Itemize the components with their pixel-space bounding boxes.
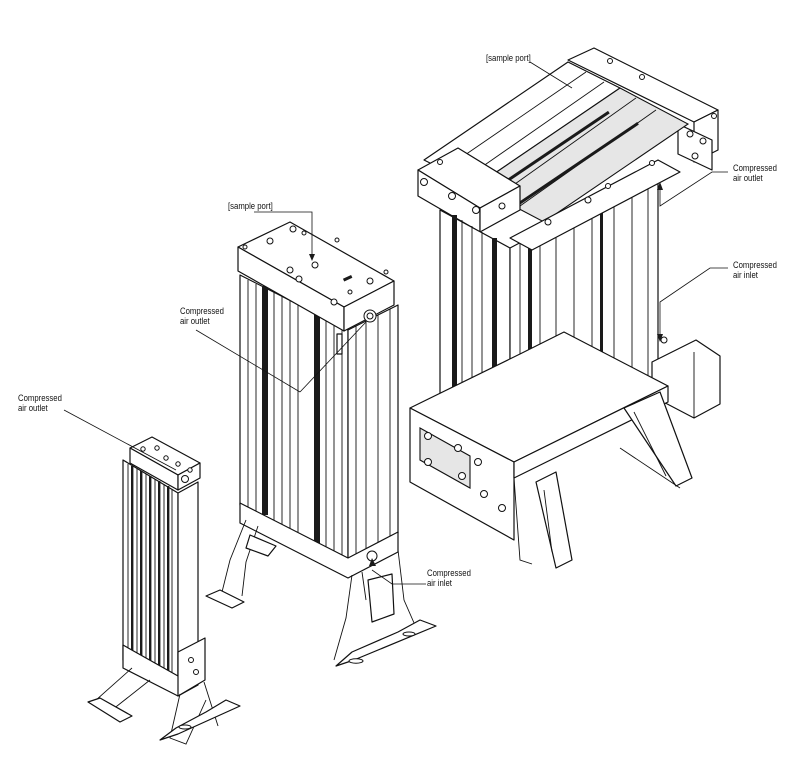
medium-outlet-line-2: air outlet — [180, 316, 210, 326]
large-dryer — [409, 47, 721, 569]
medium-dryer — [205, 221, 437, 667]
large-dryer-inlet-label: Compressed air inlet — [733, 260, 777, 280]
small-dryer — [87, 436, 241, 745]
small-outlet-line-2: air outlet — [18, 403, 48, 413]
medium-inlet-line-1: Compressed — [427, 568, 471, 578]
large-outlet-line-2: air outlet — [733, 173, 763, 183]
small-dryer-outlet-label: Compressed air outlet — [18, 393, 62, 413]
medium-outlet-line-1: Compressed — [180, 306, 224, 316]
large-dryer-outlet-label: Compressed air outlet — [733, 163, 777, 183]
small-outlet-line-1: Compressed — [18, 393, 62, 403]
large-dryer-sample-port-label: [sample port] — [486, 53, 531, 63]
large-sample-port-text: [sample port] — [486, 53, 531, 63]
large-outlet-line-1: Compressed — [733, 163, 777, 173]
medium-dryer-flutes — [247, 280, 391, 557]
leader-lines — [63, 61, 728, 585]
medium-dryer-inlet-label: Compressed air inlet — [427, 568, 471, 588]
medium-dryer-outlet-label: Compressed air outlet — [180, 306, 224, 326]
medium-dryer-sample-port-label: [sample port] — [228, 201, 273, 211]
small-dryer-flutes — [127, 464, 173, 686]
large-inlet-line-2: air inlet — [733, 270, 758, 280]
large-inlet-line-1: Compressed — [733, 260, 777, 270]
medium-inlet-line-2: air inlet — [427, 578, 452, 588]
medium-sample-port-text: [sample port] — [228, 201, 273, 211]
